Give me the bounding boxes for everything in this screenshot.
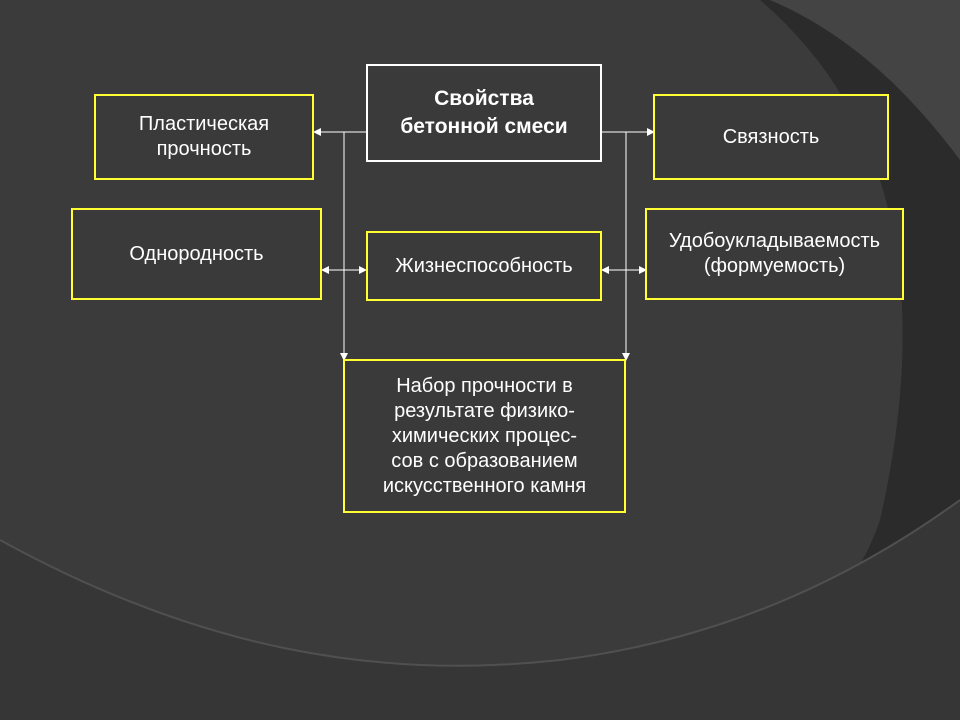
node-workability: Удобоукладываемость (формуемость) bbox=[645, 208, 904, 300]
node-plastic-strength-label: Пластическая прочность bbox=[138, 113, 270, 160]
node-strength-gain: Набор прочности в результате физико- хим… bbox=[343, 359, 626, 513]
node-homogeneity-label: Однородность bbox=[129, 242, 264, 265]
node-workability-label: Удобоукладываемость (формуемость) bbox=[668, 230, 881, 277]
node-strength-gain-label: Набор прочности в результате физико- хим… bbox=[382, 374, 587, 497]
node-viability-label: Жизнеспособность bbox=[395, 254, 573, 277]
node-viability: Жизнеспособность bbox=[366, 231, 602, 301]
center-node-label: Свойства бетонной смеси bbox=[400, 87, 568, 138]
center-node: Свойства бетонной смеси bbox=[366, 64, 602, 162]
node-plastic-strength: Пластическая прочность bbox=[94, 94, 314, 180]
node-cohesion: Связность bbox=[653, 94, 889, 180]
node-homogeneity: Однородность bbox=[71, 208, 322, 300]
node-cohesion-label: Связность bbox=[722, 125, 820, 148]
